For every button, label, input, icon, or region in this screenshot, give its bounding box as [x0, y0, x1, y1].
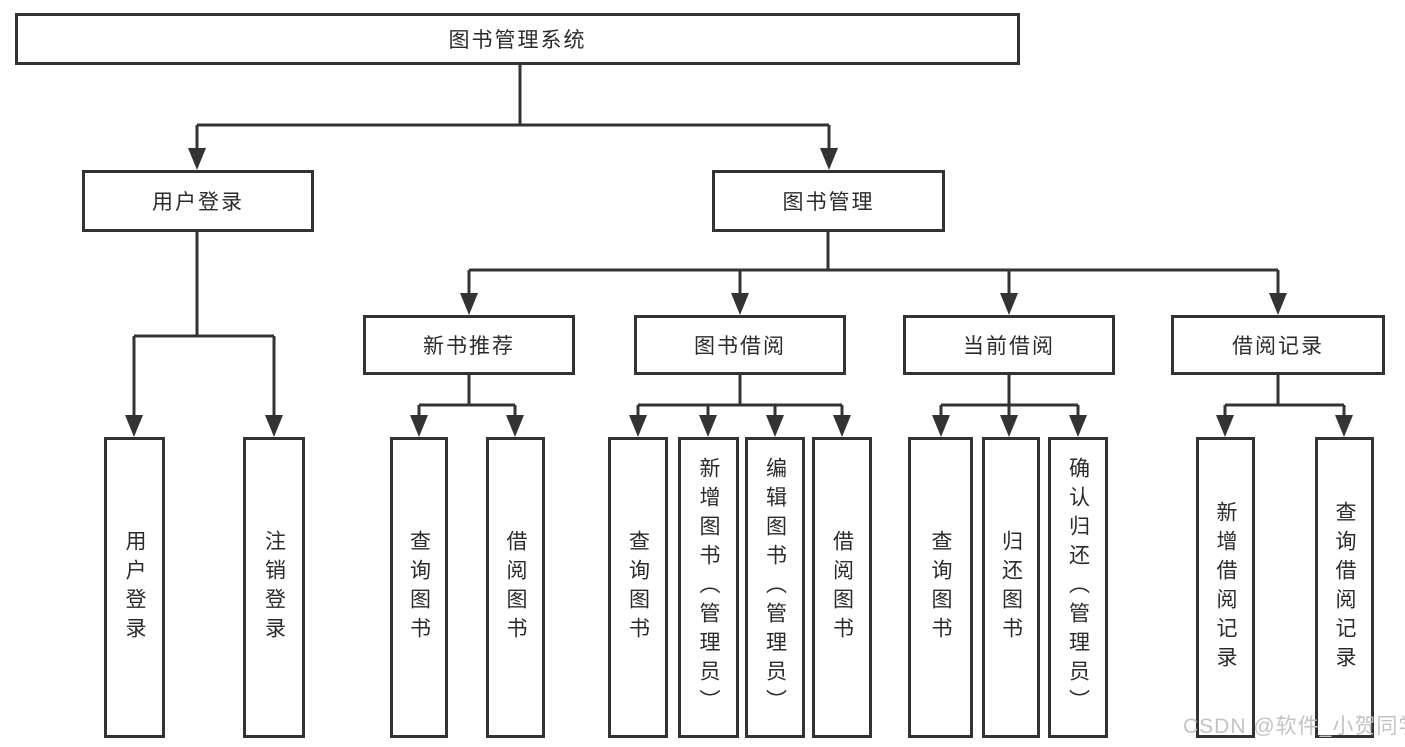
leaf-label: 归还图书: [999, 529, 1023, 646]
leaf-label: 编辑图书（管理员）: [763, 457, 787, 718]
node-user-login: 用户登录: [82, 170, 314, 232]
node-new-book-recommend: 新书推荐: [363, 315, 575, 375]
leaf-query-borrow-record: 查询借阅记录: [1315, 437, 1374, 738]
node-library-management-system: 图书管理系统: [15, 13, 1020, 65]
node-book-management: 图书管理: [712, 170, 945, 232]
leaf-logout: 注销登录: [243, 437, 305, 738]
node-borrowing-records: 借阅记录: [1171, 315, 1385, 375]
leaf-edit-books-admin: 编辑图书（管理员）: [745, 437, 805, 738]
node-current-borrowing: 当前借阅: [903, 315, 1115, 375]
leaf-add-books-admin: 新增图书（管理员）: [678, 437, 739, 738]
leaf-return-books: 归还图书: [982, 437, 1040, 738]
leaf-label: 借阅图书: [830, 529, 854, 646]
leaf-query-books-borrowing: 查询图书: [608, 437, 668, 738]
leaf-label: 新增借阅记录: [1214, 500, 1237, 675]
leaf-label: 注销登录: [262, 529, 286, 646]
leaf-borrow-books-recommend: 借阅图书: [486, 437, 545, 738]
watermark: CSDN @软件_小贺同学: [1183, 715, 1405, 738]
leaf-label: 查询图书: [929, 529, 952, 646]
leaf-label: 查询借阅记录: [1333, 500, 1356, 675]
leaf-label: 查询图书: [407, 529, 431, 646]
leaf-confirm-return-admin: 确认归还（管理员）: [1048, 437, 1108, 738]
leaf-query-books-recommend: 查询图书: [390, 437, 448, 738]
leaf-borrow-books-borrowing: 借阅图书: [812, 437, 872, 738]
leaf-label: 借阅图书: [504, 529, 527, 646]
leaf-add-borrow-record: 新增借阅记录: [1196, 437, 1255, 738]
leaf-label: 确认归还（管理员）: [1066, 457, 1090, 718]
leaf-user-login: 用户登录: [104, 437, 165, 738]
leaf-query-books-current: 查询图书: [908, 437, 973, 738]
leaf-label: 用户登录: [123, 529, 146, 646]
leaf-label: 新增图书（管理员）: [697, 457, 720, 718]
node-book-borrowing: 图书借阅: [634, 315, 846, 375]
leaf-label: 查询图书: [626, 529, 650, 646]
arrowheads: [125, 148, 1353, 437]
